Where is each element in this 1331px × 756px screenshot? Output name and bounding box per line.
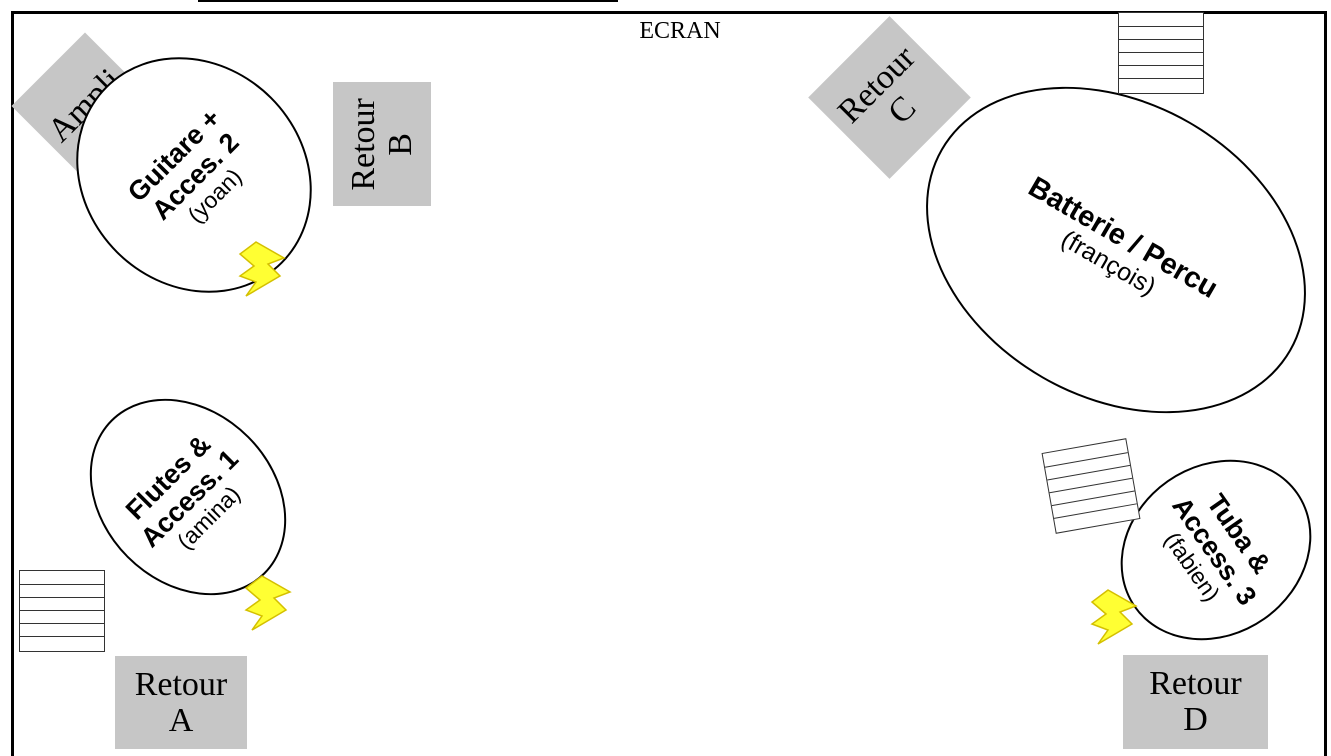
lightning-bolt-icon [244, 575, 292, 631]
riser-bottom-left [19, 570, 105, 652]
lightning-bolt-icon [1090, 589, 1138, 645]
riser-top-right [1118, 12, 1204, 94]
riser-right-tilted [1041, 438, 1141, 534]
retour-d-box: Retour D [1123, 655, 1268, 749]
retour-b-label-2: B [381, 132, 419, 156]
retour-b-label-1: Retour [344, 97, 382, 191]
retour-d-label-1: Retour [1149, 665, 1242, 703]
retour-d-label-2: D [1183, 701, 1208, 738]
stage-area [11, 11, 1327, 756]
lightning-bolt-icon [238, 241, 286, 297]
retour-a-box: Retour A [115, 656, 247, 749]
retour-a-label-2: A [168, 701, 194, 739]
screen-label: ECRAN [639, 18, 721, 44]
stage-front-edge [198, 0, 618, 2]
retour-b-box: Retour B [333, 82, 431, 206]
retour-a-label-1: Retour [134, 665, 228, 703]
